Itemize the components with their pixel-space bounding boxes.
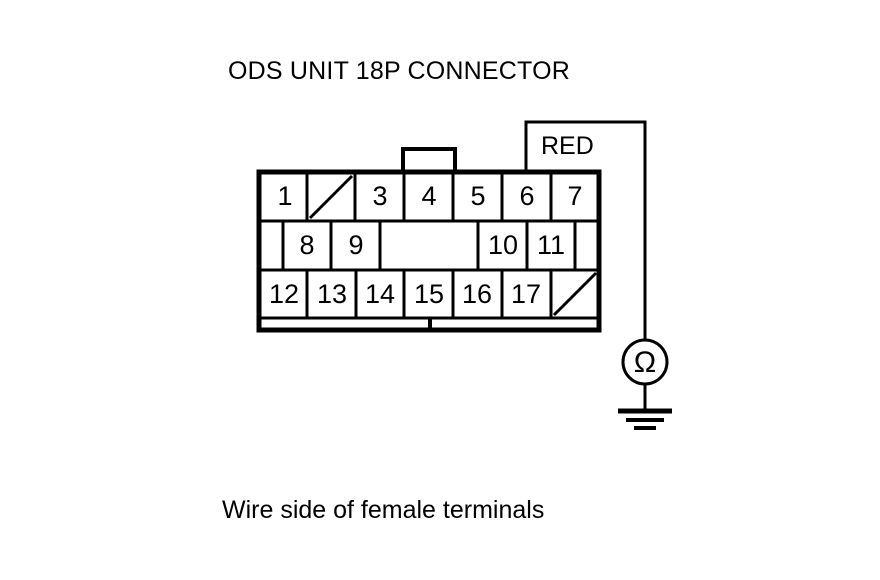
terminal-6: 6 <box>519 181 534 211</box>
terminal-3: 3 <box>372 181 387 211</box>
terminal-11: 11 <box>537 230 565 260</box>
terminal-5: 5 <box>470 181 485 211</box>
wire-color-label: RED <box>541 132 594 160</box>
terminal-4: 4 <box>421 181 436 211</box>
terminal-12: 12 <box>269 279 299 309</box>
connector-latch-tab <box>401 147 457 174</box>
terminal-1: 1 <box>277 181 292 211</box>
terminal-10: 10 <box>488 230 518 260</box>
ground-symbol <box>618 384 672 430</box>
page-title: ODS UNIT 18P CONNECTOR <box>228 57 570 85</box>
blank-terminal-slash-2 <box>552 271 598 317</box>
terminal-row-1: 1 3 4 5 6 7 <box>277 172 583 221</box>
terminal-16: 16 <box>462 279 492 309</box>
red-test-lead-wire <box>524 120 647 340</box>
ohm-glyph: Ω <box>634 346 656 379</box>
terminal-row-3: 12 13 14 15 16 17 <box>269 270 598 318</box>
caption: Wire side of female terminals <box>222 496 545 524</box>
ohmmeter-symbol: Ω <box>621 338 669 386</box>
terminal-7: 7 <box>567 181 582 211</box>
terminal-row-2: 8 9 10 11 <box>281 221 577 270</box>
terminal-9: 9 <box>348 230 363 260</box>
terminal-15: 15 <box>414 279 444 309</box>
terminal-13: 13 <box>317 279 347 309</box>
terminal-14: 14 <box>365 279 395 309</box>
blank-terminal-slash <box>308 174 354 220</box>
terminal-8: 8 <box>299 230 314 260</box>
terminal-17: 17 <box>511 279 541 309</box>
